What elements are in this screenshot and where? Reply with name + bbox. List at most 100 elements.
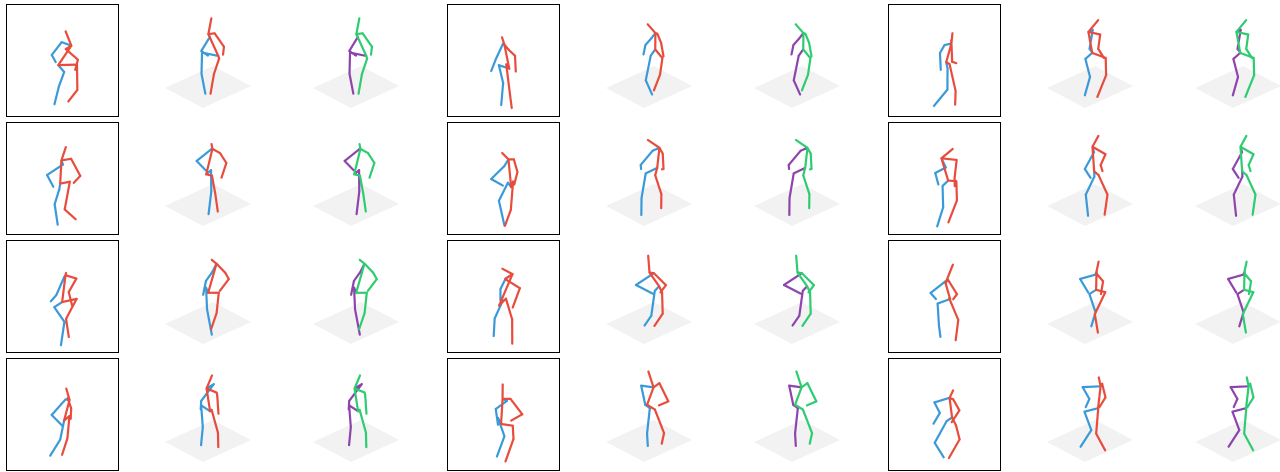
bone-right [648,256,649,273]
bone-left [47,175,53,187]
bone-left [1234,399,1238,407]
bone-left [55,204,58,225]
skeleton-3d [1037,4,1150,117]
bone-right [356,264,364,293]
bone-left [55,190,60,205]
pose-3d-panel [596,4,709,117]
ground-plane [165,184,251,226]
bone-right [949,298,958,320]
bone-right [221,163,226,178]
pose-2d-panel [888,4,1001,117]
bone-right [365,395,366,413]
pose-3d-panel [1037,358,1150,471]
bone-right [364,264,373,273]
bone-left [943,181,949,186]
bone-right [809,43,811,57]
pose-3d-panel [1185,240,1280,353]
skeleton-3d [744,122,857,235]
bone-left [1083,387,1090,399]
bone-right [1247,397,1253,407]
skeleton-3d [1185,358,1280,471]
bone-right [657,34,661,43]
bone-right [663,154,664,169]
bone-right [952,62,956,63]
bone-right [946,44,951,63]
pose-3d-panel [303,240,416,353]
ground-plane [313,66,399,108]
ground-plane [754,302,840,344]
bone-right [69,279,77,293]
bone-right [368,279,377,291]
bone-left [349,405,351,427]
bone-right [950,390,954,397]
bone-left [51,295,56,301]
pose-3d-panel [1037,4,1150,117]
bone-left [792,45,794,54]
bone-left [496,44,503,59]
skeleton-2d [889,241,1002,354]
ground-plane [165,420,251,462]
bone-right [953,399,959,410]
bone-right [220,279,229,291]
bone-right [501,399,502,424]
bone-right [509,90,511,108]
bone-right [662,292,663,313]
bone-left [50,440,60,456]
bone-left [651,49,656,55]
bone-right [501,424,513,426]
bone-left [60,425,63,440]
bone-right [65,209,76,219]
bone-right [795,387,801,404]
bone-left [641,386,653,388]
bone-right [505,210,511,226]
skeleton-3d [744,4,857,117]
bone-left [1228,279,1236,292]
bone-right [502,153,508,159]
bone-right [659,401,668,405]
bone-left [52,415,63,426]
bone-left [940,53,941,70]
skeleton-2d [7,359,120,472]
bone-right [208,18,211,34]
bone-right [506,299,512,320]
bone-left [491,179,503,186]
bone-left [939,325,941,337]
bone-left [636,285,653,294]
bone-left [54,86,58,104]
bone-left [52,55,56,62]
ground-plane [1047,184,1133,226]
bone-right [66,319,69,337]
bone-right [648,140,659,148]
skeleton-3d [1185,4,1280,117]
bone-right [1092,136,1098,147]
pose-3d-panel [1037,240,1150,353]
bone-left [1232,408,1246,412]
bone-right [648,371,653,387]
ground-plane [606,184,692,226]
bone-right [796,140,807,148]
bone-right [58,65,77,66]
bone-left [1231,386,1249,387]
ground-plane [313,420,399,462]
bone-right [360,260,365,264]
skeleton-2d [448,241,561,354]
bone-right [810,292,811,313]
bone-left [494,319,495,337]
bone-right [513,426,514,439]
bone-left [647,434,648,446]
bone-right [65,273,66,275]
bone-right [356,18,359,34]
bone-right [61,147,65,160]
bone-right [509,50,515,56]
bone-left [641,151,653,165]
skeleton-3d [303,358,416,471]
pose-3d-panel [303,122,416,235]
bone-left [935,421,947,443]
bone-left [496,409,498,425]
bone-left [499,201,505,226]
bone-left [202,53,203,74]
bone-left [1089,290,1096,294]
pose-2d-panel [6,4,119,117]
bone-left [937,207,943,226]
bone-right [1250,384,1253,398]
